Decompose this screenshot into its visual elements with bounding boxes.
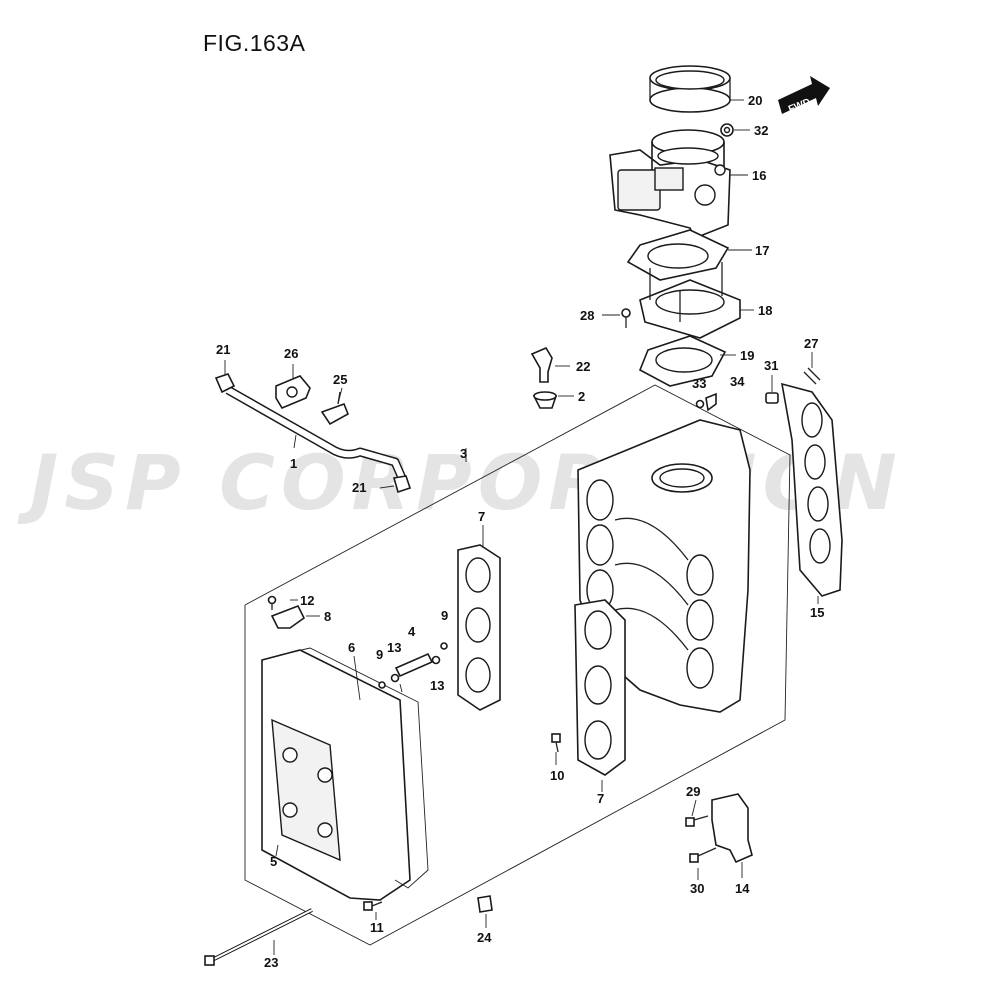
part-13-cap-right: [431, 655, 441, 665]
callout-28: 28: [580, 308, 594, 323]
callout-31: 31: [764, 358, 778, 373]
callout-13-left: 13: [387, 640, 401, 655]
part-29-bolt: [685, 815, 709, 827]
callout-3: 3: [460, 446, 467, 461]
part-21-clamp-upper: [214, 373, 236, 394]
part-9-oring-left: [378, 681, 386, 689]
part-15-intake-gasket: [780, 382, 843, 597]
part-1-hose: [225, 386, 407, 480]
callout-8: 8: [324, 609, 331, 624]
leader-lines: [224, 99, 819, 955]
part-27-stud: [803, 367, 821, 385]
callout-15: 15: [810, 605, 824, 620]
part-17-gasket: [626, 229, 730, 281]
part-26-bracket: [275, 375, 311, 410]
callout-29: 29: [686, 784, 700, 799]
part-13-cap-left: [390, 673, 400, 683]
part-18-adapter: [639, 262, 741, 339]
callout-6: 6: [348, 640, 355, 655]
part-14-bracket: [711, 793, 753, 864]
callout-labels: 20 32 16 17 18 19 28 22 2 33 34 31 27 15…: [216, 93, 824, 970]
part-12-screw: [267, 595, 277, 610]
figure-title: FIG.163A: [203, 30, 306, 56]
callout-16: 16: [752, 168, 766, 183]
part-7-plate-middle: [457, 544, 501, 711]
callout-25: 25: [333, 372, 347, 387]
callout-26: 26: [284, 346, 298, 361]
callout-27: 27: [804, 336, 818, 351]
part-19-gasket: [638, 335, 727, 387]
part-16-throttle-body: [609, 129, 731, 240]
callout-17: 17: [755, 243, 769, 258]
part-20-seal-ring: [649, 65, 731, 113]
callout-20: 20: [748, 93, 762, 108]
part-11-bolt: [363, 901, 383, 911]
part-21-clamp-lower: [392, 475, 412, 494]
callout-10: 10: [550, 768, 564, 783]
fwd-arrow-icon: FWD: [778, 76, 830, 115]
callout-4: 4: [408, 624, 416, 639]
part-5-cover: [261, 649, 411, 901]
callout-32: 32: [754, 123, 768, 138]
callout-19: 19: [740, 348, 754, 363]
callout-33: 33: [692, 376, 706, 391]
callout-13-right: 13: [430, 678, 444, 693]
callout-9-right: 9: [441, 608, 448, 623]
callout-21-upper: 21: [216, 342, 230, 357]
callout-12: 12: [300, 593, 314, 608]
part-32-nut: [720, 123, 734, 137]
part-25-clip: [320, 391, 350, 426]
callout-24: 24: [477, 930, 492, 945]
part-34-washer: [705, 392, 717, 412]
watermark: JSP CORPORATION: [30, 438, 903, 527]
part-33-nut: [695, 399, 705, 409]
callout-23: 23: [264, 955, 278, 970]
callout-22: 22: [576, 359, 590, 374]
callout-2: 2: [578, 389, 585, 404]
callout-5: 5: [270, 854, 277, 869]
part-22-fitting: [530, 346, 553, 383]
callout-1: 1: [290, 456, 297, 471]
part-4-pipe: [394, 652, 434, 678]
callout-21-lower: 21: [352, 480, 366, 495]
callout-30: 30: [690, 881, 704, 896]
callout-11: 11: [370, 920, 384, 935]
callout-34: 34: [730, 374, 745, 389]
part-30-bolt: [689, 847, 717, 863]
callout-9-left: 9: [376, 647, 383, 662]
callout-14: 14: [735, 881, 750, 896]
part-28-bolt: [621, 308, 631, 328]
part-9-oring-right: [440, 642, 448, 650]
callout-18: 18: [758, 303, 772, 318]
part-8-sensor: [270, 604, 306, 629]
callout-7-right: 7: [597, 791, 604, 806]
assembly-frame: [244, 384, 791, 946]
part-2-plug: [532, 391, 558, 409]
part-31-collar: [765, 392, 779, 404]
part-24-grommet: [477, 895, 493, 913]
part-23-long-bolt: [204, 908, 313, 966]
part-7-plate-right: [574, 599, 626, 776]
callout-7-middle: 7: [478, 509, 485, 524]
part-6-gasket: [279, 647, 429, 889]
part-10-bolt: [551, 733, 561, 753]
